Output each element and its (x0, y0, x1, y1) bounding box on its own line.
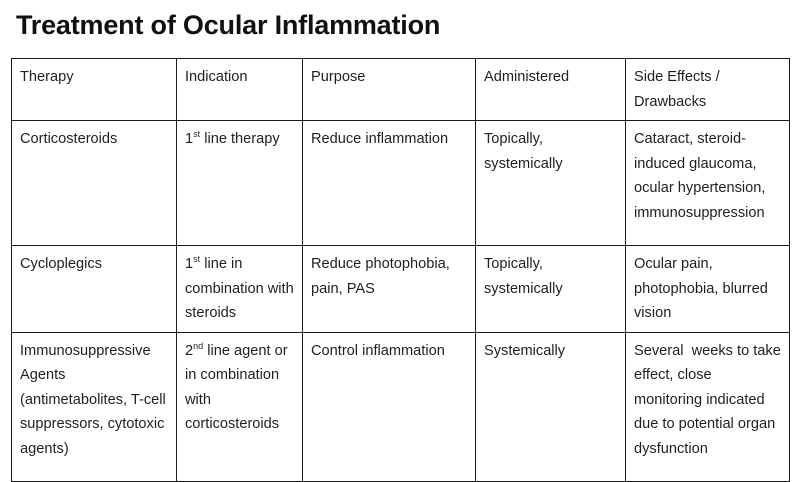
cell-indication: 2nd line agent or in combination with co… (176, 331, 303, 482)
column-header-administered: Administered (475, 58, 626, 121)
header-label: Indication (185, 69, 248, 85)
column-header-purpose: Purpose (302, 58, 476, 121)
therapy-value: Corticosteroids (20, 131, 118, 147)
therapy-value: Immunosuppressive Agents (antimetabolite… (20, 342, 170, 457)
side-effects-value: Ocular pain, photophobia, blurred vision (634, 256, 772, 321)
cell-administered: Systemically (475, 331, 626, 482)
administered-value: Systemically (484, 342, 566, 359)
treatment-table-container: Therapy Indication Purpose Administered … (11, 58, 790, 482)
table-header-row: Therapy Indication Purpose Administered … (11, 58, 790, 121)
table-row: Cycloplegics 1st line in combination wit… (11, 245, 790, 333)
cell-indication: 1st line in combination with steroids (176, 245, 303, 333)
side-effects-value: Cataract, steroid-induced glaucoma, ocul… (634, 131, 770, 221)
cell-side-effects: Ocular pain, photophobia, blurred vision (625, 245, 790, 333)
cell-therapy: Cycloplegics (11, 245, 177, 333)
indication-ordinal-suffix: nd (193, 340, 204, 351)
cell-administered: Topically, systemically (475, 120, 626, 246)
column-header-therapy: Therapy (11, 58, 177, 121)
column-header-side-effects: Side Effects / Drawbacks (625, 58, 790, 121)
indication-ordinal-suffix: st (193, 129, 201, 140)
page-title: Treatment of Ocular Inflammation (16, 10, 441, 40)
cell-purpose: Control inflammation (302, 331, 476, 482)
column-header-indication: Indication (176, 58, 303, 121)
table-row: Immunosuppressive Agents (antimetabolite… (11, 331, 790, 482)
purpose-value: Reduce inflammation (311, 131, 449, 147)
treatment-table: Therapy Indication Purpose Administered … (11, 58, 790, 482)
indication-ordinal-suffix: st (193, 254, 201, 265)
purpose-value: Reduce photophobia, pain, PAS (311, 256, 454, 297)
indication-ordinal-number: 1 (185, 256, 194, 272)
indication-value: 1st line in combination with steroids (185, 252, 295, 326)
indication-rest: line agent or in combination with cortic… (185, 342, 292, 433)
side-effects-value: Several weeks to take effect, close moni… (634, 342, 785, 457)
administered-value: Topically, systemically (484, 131, 563, 172)
cell-indication: 1st line therapy (176, 120, 303, 246)
therapy-value: Cycloplegics (20, 256, 102, 272)
cell-purpose: Reduce photophobia, pain, PAS (302, 245, 476, 333)
cell-administered: Topically, systemically (475, 245, 626, 333)
table-row: Corticosteroids 1st line therapy Reduce … (11, 120, 790, 246)
indication-value: 2nd line agent or in combination with co… (185, 339, 295, 437)
administered-value: Topically, systemically (484, 256, 563, 297)
header-label: Administered (484, 69, 570, 85)
header-label: Purpose (311, 69, 366, 85)
cell-therapy: Immunosuppressive Agents (antimetabolite… (11, 331, 177, 482)
cell-therapy: Corticosteroids (11, 120, 177, 246)
indication-rest: line in combination with steroids (185, 256, 298, 321)
cell-side-effects: Cataract, steroid-induced glaucoma, ocul… (625, 120, 790, 246)
indication-ordinal-number: 2 (185, 342, 194, 359)
header-label: Therapy (20, 69, 74, 85)
indication-ordinal-number: 1 (185, 131, 194, 147)
indication-value: 1st line therapy (185, 127, 295, 152)
slide-page: Treatment of Ocular Inflammation Therapy… (11, 10, 790, 482)
purpose-value: Control inflammation (311, 342, 445, 359)
cell-side-effects: Several weeks to take effect, close moni… (625, 331, 790, 482)
header-label: Side Effects / Drawbacks (634, 69, 724, 110)
indication-rest: line therapy (200, 131, 280, 147)
cell-purpose: Reduce inflammation (302, 120, 476, 246)
